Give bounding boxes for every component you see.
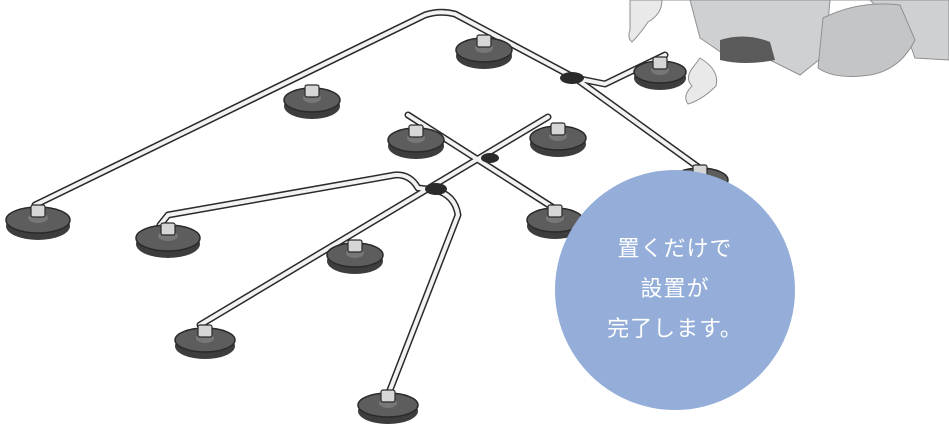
base-foot — [526, 204, 584, 239]
left-hand-icon — [628, 0, 663, 43]
base-foot — [357, 389, 419, 424]
base-foot — [5, 204, 71, 240]
base-foot — [326, 239, 384, 274]
worker-figure — [628, 0, 949, 105]
base-foot — [174, 324, 236, 359]
joint-lower — [425, 183, 447, 195]
base-foot — [387, 124, 445, 159]
base-foot — [529, 122, 587, 157]
right-hand-icon — [685, 57, 718, 105]
base-foot — [455, 34, 513, 69]
joint-top — [560, 72, 584, 84]
worker-knee — [817, 3, 916, 77]
worker-body — [655, 0, 949, 76]
joint-center — [481, 153, 499, 163]
callout-circle — [555, 170, 795, 410]
pipe-joints — [425, 72, 584, 195]
base-foot — [633, 56, 687, 90]
worker-shoe — [720, 36, 775, 63]
weighted-bases — [5, 34, 729, 424]
base-foot — [283, 84, 341, 119]
pipe-left-return — [156, 171, 439, 229]
base-foot — [135, 222, 201, 258]
